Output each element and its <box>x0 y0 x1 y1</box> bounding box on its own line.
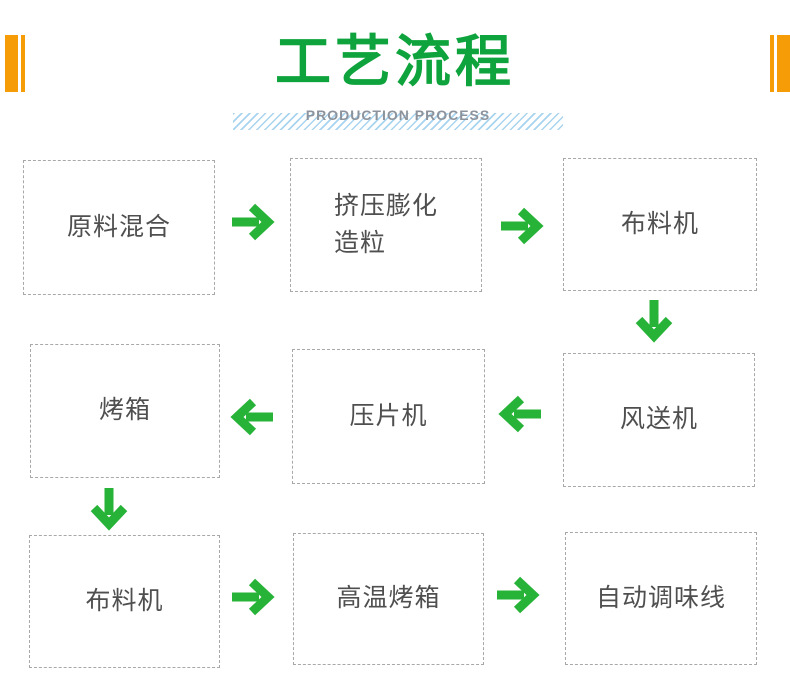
arrow-down-icon <box>634 298 674 344</box>
process-step-box-distributor-2: 布料机 <box>29 535 220 668</box>
arrow-down-icon <box>89 486 129 532</box>
process-step-label: 烤箱 <box>98 396 151 425</box>
arrow-left-icon <box>229 397 275 437</box>
process-step-label: 压片机 <box>349 401 428 430</box>
process-step-label: 风送机 <box>619 405 698 434</box>
process-step-label: 布料机 <box>85 586 164 615</box>
page-title: 工艺流程 <box>275 30 515 93</box>
process-step-label: 自动调味线 <box>595 583 726 612</box>
process-step-box-high-temp-oven: 高温烤箱 <box>293 533 484 665</box>
process-step-label: 布料机 <box>620 209 699 238</box>
page-subtitle: PRODUCTION PROCESS <box>305 107 491 123</box>
process-step-box-oven: 烤箱 <box>30 344 220 478</box>
process-step-box-auto-seasoning-line: 自动调味线 <box>565 532 757 665</box>
process-step-box-tablet-press: 压片机 <box>292 349 485 484</box>
process-step-label: 挤压膨化 造粒 <box>333 191 438 258</box>
arrow-right-icon <box>499 206 545 246</box>
accent-bar-left-thin <box>21 35 25 92</box>
subtitle-band: PRODUCTION PROCESS <box>233 106 563 132</box>
accent-bar-left-thick <box>5 35 18 92</box>
arrow-right-icon <box>230 202 276 242</box>
process-step-box-raw-material-mixing: 原料混合 <box>23 160 215 295</box>
accent-bar-right-thick <box>777 35 790 92</box>
arrow-right-icon <box>495 575 541 615</box>
process-step-label: 原料混合 <box>66 212 171 241</box>
arrow-left-icon <box>497 394 543 434</box>
process-step-box-air-conveyor: 风送机 <box>563 353 755 487</box>
accent-bar-right-thin <box>770 35 774 92</box>
hatch-stripes <box>233 113 563 130</box>
arrow-right-icon <box>230 577 276 617</box>
process-step-label: 高温烤箱 <box>336 584 441 613</box>
process-step-box-extrusion-puffing: 挤压膨化 造粒 <box>290 158 482 292</box>
process-step-box-distributor-1: 布料机 <box>563 158 757 291</box>
